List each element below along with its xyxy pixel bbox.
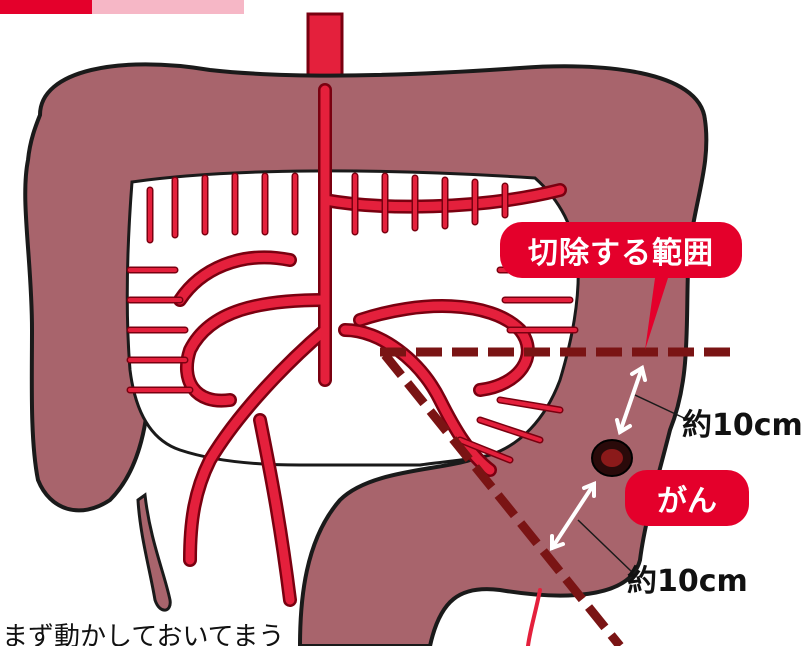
upper-margin-measurement: 約10cm [682, 400, 802, 444]
appendix [138, 495, 170, 610]
lower-margin-measurement: 約10cm [627, 556, 748, 600]
resection-range-label: 切除する範囲 [500, 222, 742, 278]
tumor-icon [592, 440, 632, 476]
bottom-caption: まず動かしておいてまう [2, 622, 284, 646]
cancer-label: がん [625, 470, 749, 526]
